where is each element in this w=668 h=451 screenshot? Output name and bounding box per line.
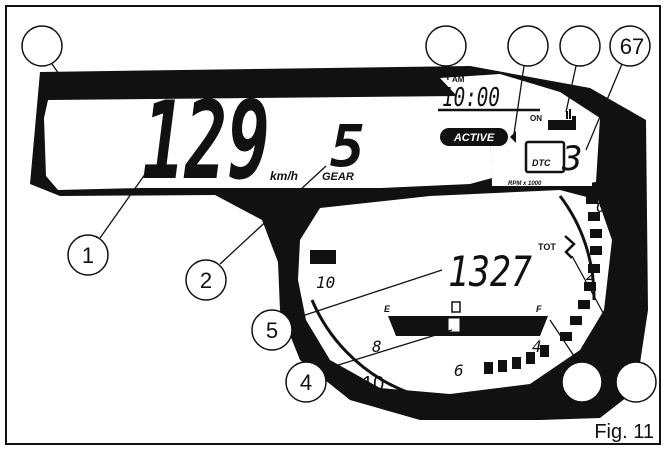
- gear-label: GEAR: [322, 171, 354, 183]
- callout-2-label: 2: [200, 268, 212, 293]
- callout-empty-d: [559, 25, 601, 67]
- tach-redline-block: [310, 250, 336, 264]
- clock-period: AM: [452, 75, 465, 84]
- rpm-strip: [492, 178, 592, 186]
- tach-tick-8: 8: [372, 337, 382, 356]
- tach-bars-bottom: [484, 345, 549, 374]
- tach-tick-4: 4: [532, 337, 542, 356]
- speed-window: [44, 96, 492, 190]
- fuel-empty-label: E: [384, 304, 391, 314]
- fuel-full-label: F: [536, 304, 542, 314]
- fuel-pump-icon: [451, 301, 461, 313]
- callout-67-label: 67: [620, 34, 644, 59]
- traction-level-icon: [548, 109, 576, 130]
- callout-empty-a: [21, 25, 63, 67]
- cruise-control-icon: A: [58, 77, 89, 95]
- tach-tick-2: 2: [586, 265, 596, 284]
- callout-4: 4: [285, 361, 327, 403]
- callout-5-label: 5: [266, 318, 278, 343]
- tach-tick-0: 0: [596, 197, 606, 216]
- callout-2: 2: [185, 259, 227, 301]
- tach-bars-right: [560, 195, 602, 341]
- callout-empty-f: [615, 361, 657, 403]
- dtc-box: [524, 140, 566, 174]
- tach-tick-6: 6: [454, 361, 464, 380]
- on-label: ON: [530, 114, 542, 123]
- fuel-gauge: [388, 301, 548, 336]
- callout-empty-b: [425, 25, 467, 67]
- odometer-readout: 1327: [448, 247, 532, 296]
- active-label: ACTIVE: [453, 132, 495, 144]
- callout-1: 1: [67, 234, 109, 276]
- callout-1-label: 1: [82, 243, 94, 268]
- callout-empty-c: [507, 25, 549, 67]
- bluetooth-icon: [564, 235, 576, 259]
- tach-tick-10: 10: [316, 273, 335, 292]
- tach-window: [298, 190, 612, 394]
- dtc-level: 3: [561, 139, 582, 179]
- figure-caption: Fig. 11: [594, 421, 654, 443]
- svg-text:A: A: [76, 82, 83, 93]
- dtc-label: DTC: [532, 158, 551, 168]
- active-indicator: [440, 128, 508, 146]
- status-window: [440, 74, 600, 186]
- clock-time: 10:00: [442, 83, 500, 113]
- callout-5: 5: [251, 309, 293, 351]
- callout-10-label: 10: [362, 373, 384, 395]
- odometer-mode: TOT: [538, 242, 556, 252]
- speed-readout: 129: [142, 79, 270, 204]
- callout-4-label: 4: [300, 370, 312, 395]
- callout-empty-e: [561, 361, 603, 403]
- speed-unit: km/h: [270, 169, 298, 183]
- rpm-label: RPM x 1000: [508, 181, 542, 187]
- leader-lines: [51, 63, 631, 371]
- callout-67: 67: [609, 25, 651, 67]
- gear-readout: 5: [330, 112, 365, 180]
- callout-3-label: 3: [334, 373, 345, 395]
